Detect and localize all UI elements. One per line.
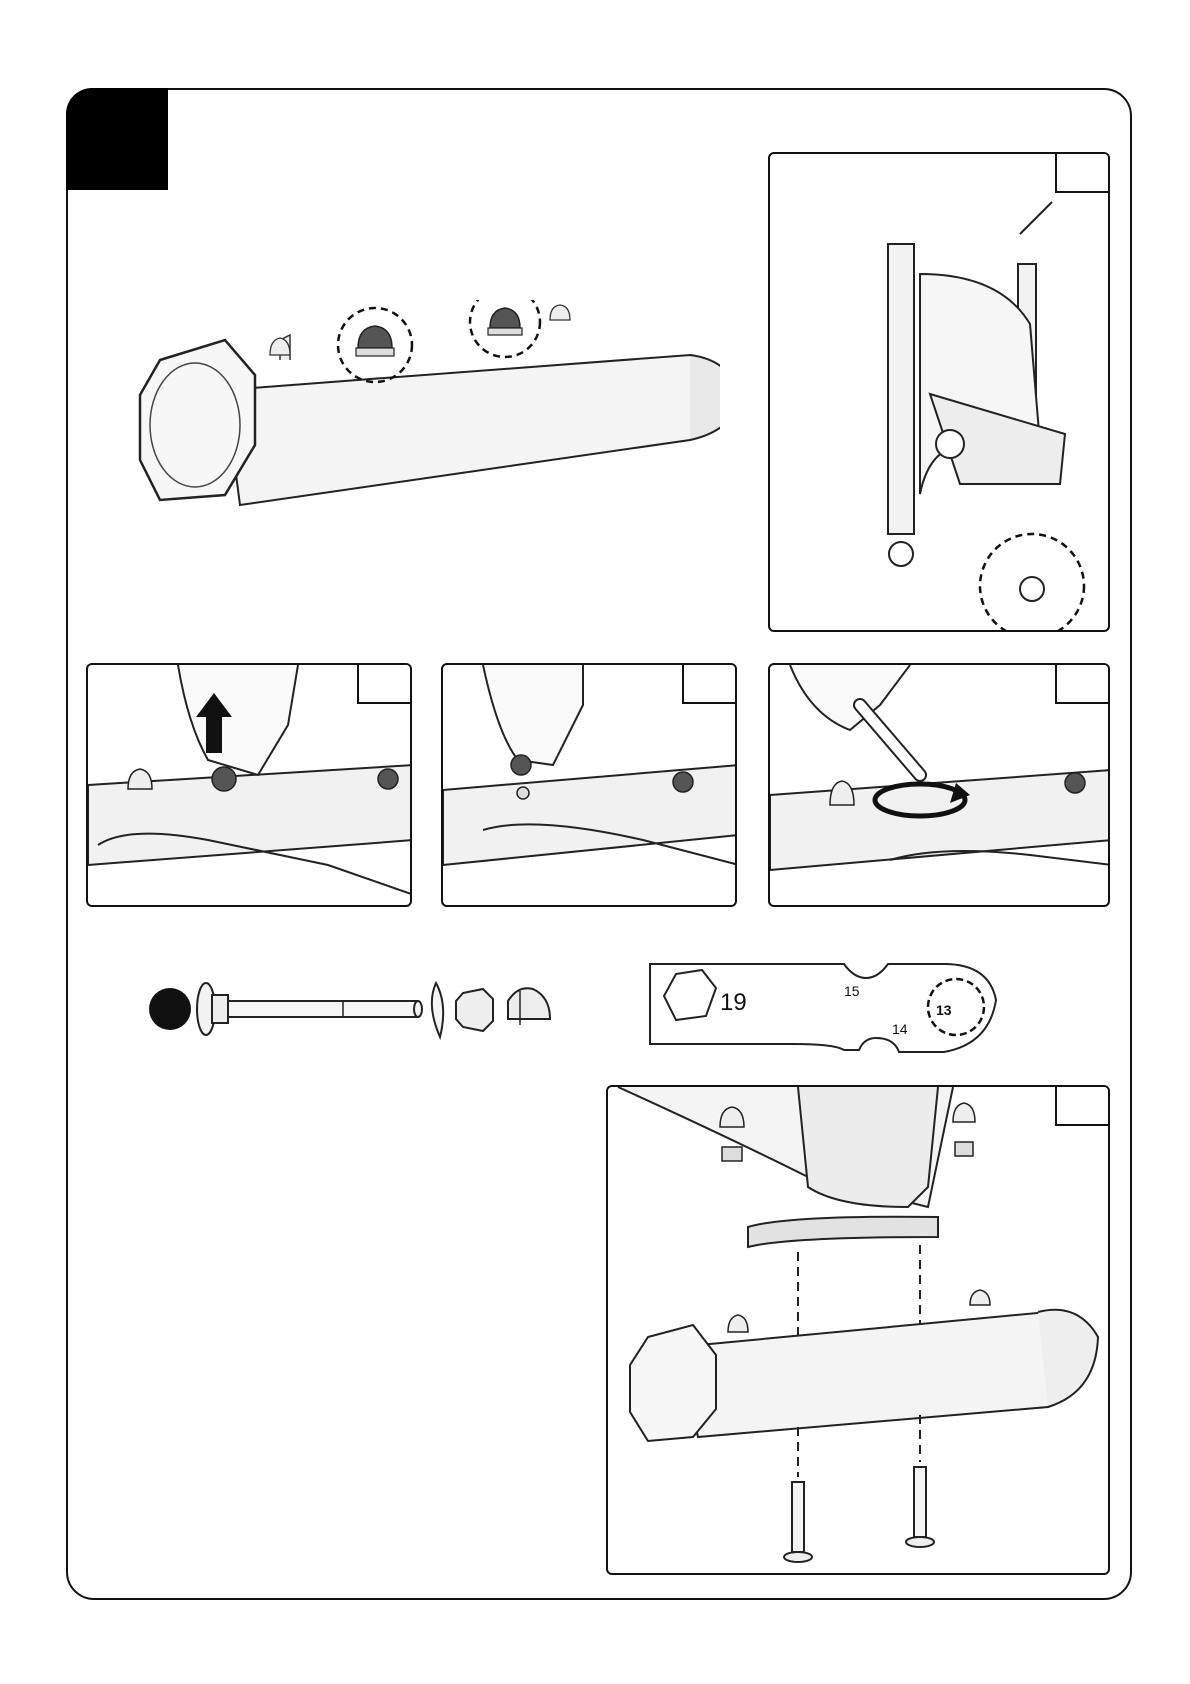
cap-nut-icon — [490, 308, 520, 328]
curved-plate — [748, 1217, 938, 1247]
end-cap-icon — [140, 340, 255, 500]
cap-nut-icon — [953, 1103, 975, 1156]
wrench-icon — [860, 705, 920, 775]
main-beam-illustration — [130, 300, 720, 530]
detail-panel-frame-view — [768, 152, 1110, 632]
hand-icon — [790, 665, 910, 730]
wrench-size-14: 14 — [892, 1021, 908, 1037]
detail-panel-wrench-turn — [768, 663, 1110, 907]
arrow-up-icon — [206, 715, 222, 753]
hand-icon — [178, 665, 298, 775]
wrench-size-19: 19 — [720, 989, 747, 1016]
wrench-size-13: 13 — [936, 1002, 952, 1018]
assembly-panel-stabilizer — [606, 1085, 1110, 1575]
highlight-circle-left — [338, 308, 412, 382]
highlight-circle-right — [470, 300, 540, 357]
lock-washer-icon — [432, 983, 443, 1037]
bolt-icon — [784, 1482, 812, 1562]
quantity-marker-icon — [149, 988, 191, 1030]
wrench-tool: 19 15 14 13 — [644, 950, 1004, 1062]
detail-panel-remove-cap — [86, 663, 412, 907]
end-cap-icon — [630, 1325, 716, 1441]
hardware-parts-row — [148, 975, 578, 1045]
detail-panel-cap-removed — [441, 663, 737, 907]
wrench-size-15: 15 — [844, 983, 860, 999]
cap-nut-icon — [508, 988, 550, 1019]
bolt-icon — [197, 983, 422, 1035]
hand-icon — [483, 665, 583, 765]
step-number-badge — [66, 88, 168, 190]
hex-nut-icon — [456, 989, 493, 1031]
bolt-icon — [906, 1467, 934, 1547]
cap-nut-icon — [358, 326, 392, 348]
